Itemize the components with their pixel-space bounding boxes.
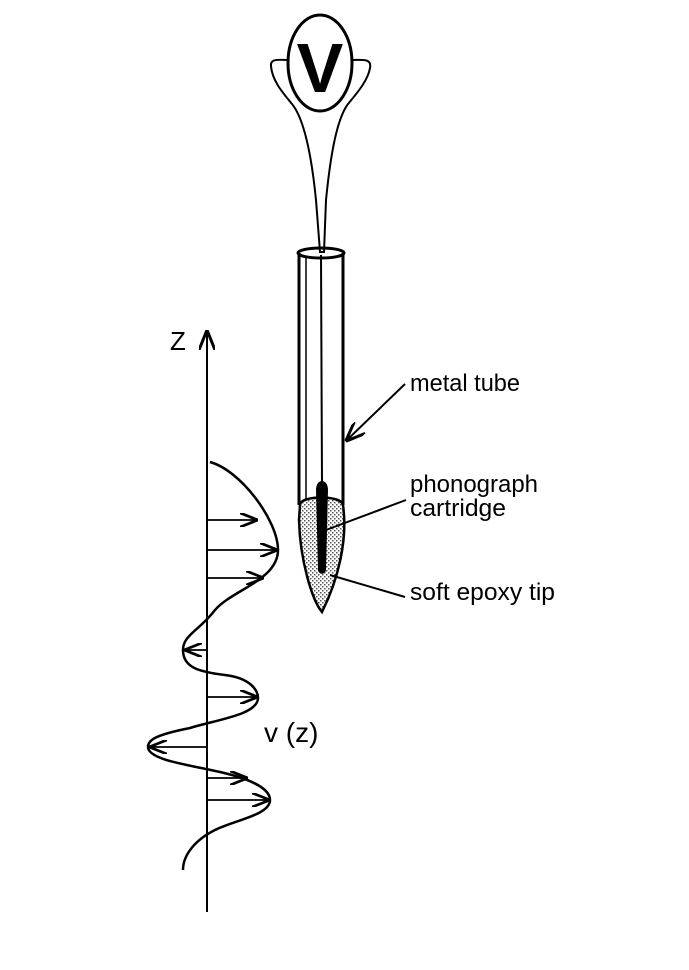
epoxy-leader (329, 574, 406, 598)
velocity-profile-label: v (z) (264, 717, 318, 748)
z-axis-label: Z (170, 326, 186, 356)
metal-tube (296, 246, 346, 505)
cartridge-leader (325, 499, 407, 531)
metal-tube-leader (347, 383, 406, 440)
logo-oval (286, 13, 354, 113)
velocity-profile-curve (146, 460, 280, 871)
logo-letter: V (297, 29, 344, 107)
velocity-arrows (151, 520, 276, 800)
cartridge-label-line2: cartridge (410, 495, 506, 522)
logo-handle: V (269, 13, 372, 253)
epoxy-tip-label: soft epoxy tip (410, 579, 555, 606)
phonograph-cartridge (316, 481, 328, 574)
metal-tube-label: metal tube (410, 370, 520, 397)
cartridge-label-line1: phonograph (410, 471, 538, 498)
